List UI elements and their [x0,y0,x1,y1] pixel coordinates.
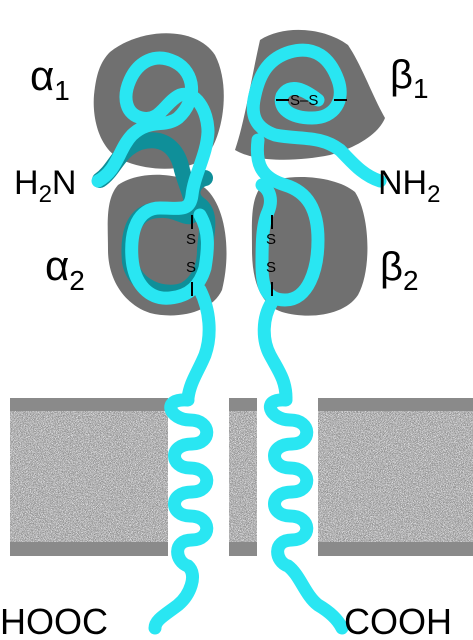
alpha2-s-bottom: S [186,259,196,276]
beta-c-terminus-label: COOH [344,601,452,640]
alpha2-label: α2 [45,242,85,296]
beta-chain-stalk [264,302,286,398]
alpha2-s-top: S [186,231,196,248]
alpha-c-terminus-label: HOOC [0,601,108,640]
beta2-s-bottom: S [266,259,276,276]
beta1-ss-bond: S–S [290,92,318,109]
beta1-label: β1 [390,53,429,104]
cell-membrane [10,398,473,556]
alpha-n-terminus-label: H2N [14,164,76,208]
beta2-s-top: S [266,231,276,248]
beta2-label: β2 [380,245,419,296]
beta-n-terminus-label: NH2 [378,164,440,208]
alpha1-label: α1 [30,52,70,106]
